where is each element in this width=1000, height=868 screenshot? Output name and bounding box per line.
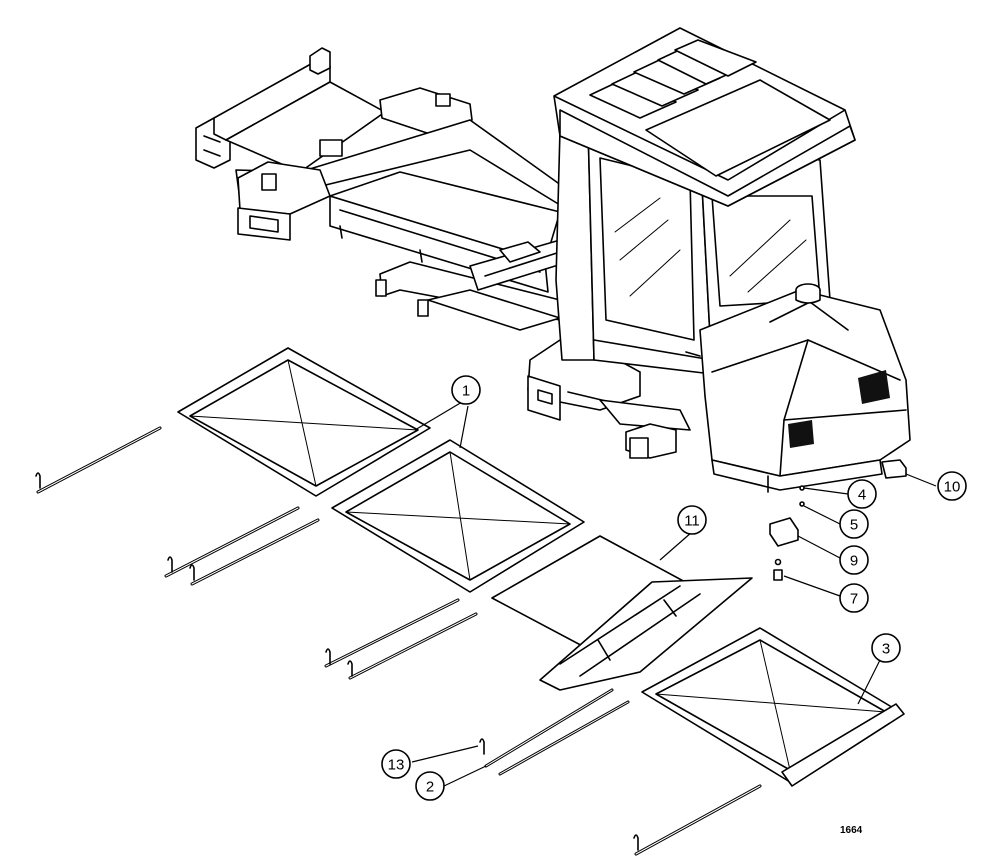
svg-text:10: 10 [944, 479, 961, 496]
callout-3: 3 [871, 633, 901, 663]
svg-text:1: 1 [462, 383, 470, 400]
svg-text:9: 9 [850, 553, 858, 570]
chassis-frame [195, 47, 691, 459]
retaining-rods [36, 426, 762, 856]
callout-4: 4 [847, 479, 877, 509]
callout-13: 13 [381, 749, 411, 779]
engine-hood [699, 283, 911, 493]
floor-plate-lower [641, 627, 905, 787]
callout-7: 7 [839, 583, 869, 613]
center-plate-with-trough [491, 535, 753, 691]
svg-text:2: 2 [426, 779, 434, 796]
figure-number: 1664 [840, 825, 863, 836]
callout-2: 2 [415, 771, 445, 801]
callout-5: 5 [839, 509, 869, 539]
operator-cab [553, 27, 856, 375]
leader-lines [411, 401, 937, 787]
svg-text:4: 4 [858, 487, 866, 504]
floor-plate-upper [177, 347, 431, 497]
callout-1: 1 [451, 375, 481, 405]
floor-plate-middle [331, 439, 585, 593]
svg-text:7: 7 [850, 591, 858, 608]
svg-text:13: 13 [388, 757, 405, 774]
callout-11: 11 [677, 505, 707, 535]
mounting-hardware [769, 459, 907, 581]
cotter-pins [35, 472, 639, 851]
svg-text:3: 3 [882, 641, 890, 658]
svg-text:5: 5 [850, 517, 858, 534]
svg-text:11: 11 [684, 513, 700, 530]
callout-9: 9 [839, 545, 869, 575]
callout-10: 10 [937, 471, 967, 501]
